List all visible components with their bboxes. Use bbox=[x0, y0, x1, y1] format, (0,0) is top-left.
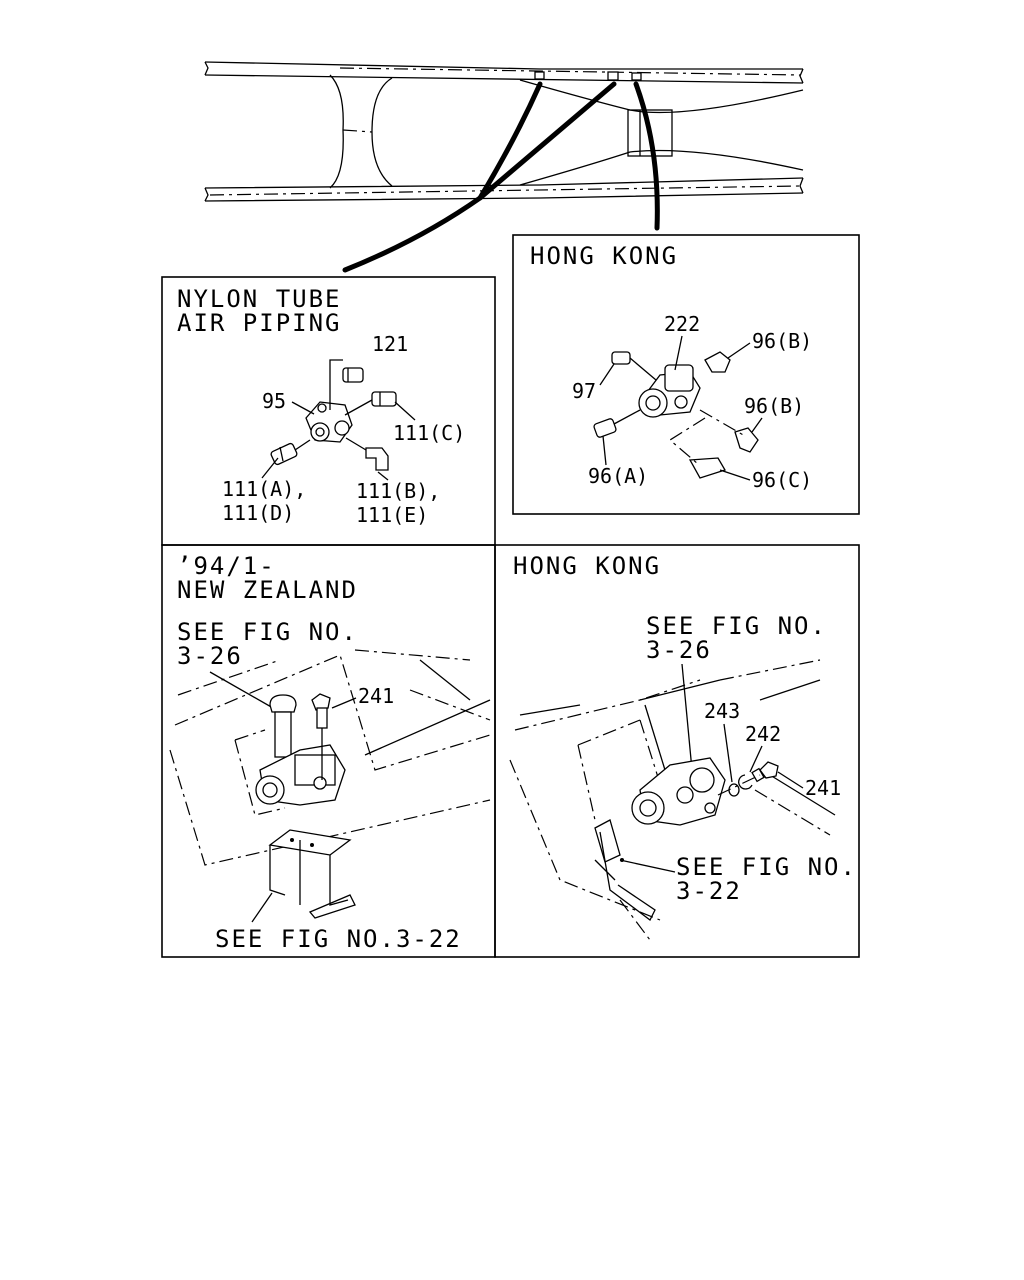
label-97: 97 bbox=[572, 379, 596, 403]
valve-95-icon bbox=[305, 401, 353, 443]
fitting-97-icon bbox=[611, 351, 657, 381]
valve-assembly-nz-icon bbox=[255, 694, 346, 806]
new-zealand-panel-content: ’94/1- NEW ZEALAND SEE FIG NO. 3-26 bbox=[169, 552, 491, 953]
see-fig-3-26-line1: SEE FIG NO. bbox=[177, 618, 358, 646]
new-zealand-title: NEW ZEALAND bbox=[177, 576, 358, 604]
chassis-frame bbox=[204, 61, 804, 202]
see-fig-3-26-hk-line2: 3-26 bbox=[646, 636, 712, 664]
label-96a: 96(A) bbox=[588, 464, 648, 488]
see-fig-3-22-hk-line1: SEE FIG NO. bbox=[676, 853, 857, 881]
bolt-241-hk-icon bbox=[751, 761, 779, 783]
panel-hong-kong-bottom bbox=[494, 544, 860, 958]
hong-kong-top-title: HONG KONG bbox=[530, 242, 678, 270]
hong-kong-top-panel-content: HONG KONG 222 96(B) 97 bbox=[530, 242, 812, 492]
nylon-tube-panel-content: NYLON TUBE AIR PIPING bbox=[177, 285, 465, 527]
air-piping-title: AIR PIPING bbox=[177, 309, 342, 337]
see-fig-3-26-hk-line1: SEE FIG NO. bbox=[646, 612, 827, 640]
hong-kong-bottom-panel-content: HONG KONG SEE FIG NO. 3-26 bbox=[509, 552, 857, 941]
fitting-96c-icon bbox=[688, 457, 726, 479]
fitting-96b-top-icon bbox=[704, 351, 731, 373]
fitting-96b-right-icon bbox=[734, 427, 759, 453]
panel-hong-kong-top bbox=[512, 234, 860, 515]
hong-kong-bottom-title: HONG KONG bbox=[513, 552, 661, 580]
bolt-241-nz-icon bbox=[311, 693, 331, 780]
label-242: 242 bbox=[745, 722, 781, 746]
label-111c: 111(C) bbox=[393, 421, 465, 445]
valve-222-icon bbox=[638, 364, 701, 418]
bracket-nz-icon bbox=[268, 829, 356, 919]
label-243: 243 bbox=[704, 699, 740, 723]
elbow-111c-icon bbox=[344, 391, 397, 416]
connector-111a-icon bbox=[270, 439, 311, 466]
bracket-hk-icon bbox=[594, 819, 656, 921]
label-222: 222 bbox=[664, 312, 700, 336]
label-111a: 111(A), bbox=[222, 477, 306, 501]
label-241-nz: 241 bbox=[358, 684, 394, 708]
see-fig-3-22-nz: SEE FIG NO.3-22 bbox=[215, 925, 462, 953]
valve-assembly-hk-icon bbox=[631, 757, 726, 826]
see-fig-3-22-hk-line2: 3-22 bbox=[676, 877, 742, 905]
elbow-111b-icon bbox=[345, 437, 389, 471]
label-111b: 111(B), bbox=[356, 479, 440, 503]
label-96b-1: 96(B) bbox=[752, 329, 812, 353]
label-111e: 111(E) bbox=[356, 503, 428, 527]
leader-lines bbox=[342, 81, 660, 273]
new-zealand-date: ’94/1- bbox=[177, 552, 276, 580]
nylon-tube-title: NYLON TUBE bbox=[177, 285, 342, 313]
label-96b-2: 96(B) bbox=[744, 394, 804, 418]
fitting-121-icon bbox=[329, 359, 364, 410]
see-fig-3-26-line2: 3-26 bbox=[177, 642, 243, 670]
label-241-hk: 241 bbox=[805, 776, 841, 800]
fitting-96a-icon bbox=[593, 409, 641, 438]
label-96c: 96(C) bbox=[752, 468, 812, 492]
label-95: 95 bbox=[262, 389, 286, 413]
label-121: 121 bbox=[372, 332, 408, 356]
label-111d: 111(D) bbox=[222, 501, 294, 525]
